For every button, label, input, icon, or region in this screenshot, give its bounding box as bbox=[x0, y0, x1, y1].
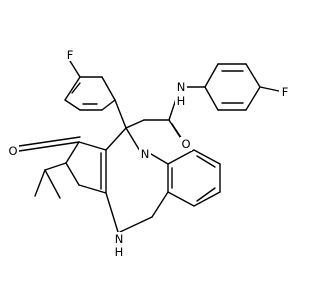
bond-line-27 bbox=[78, 141, 107, 151]
bond-line-38 bbox=[150, 153, 169, 165]
bond-line-42 bbox=[105, 192, 119, 233]
bond-line-0 bbox=[69, 60, 81, 78]
atom-o-ring: O bbox=[7, 144, 19, 158]
bond-line-10 bbox=[125, 119, 145, 129]
bond-line-49 bbox=[196, 187, 216, 202]
atom-ring-nh-n-label: N bbox=[115, 232, 124, 246]
bond-line-26 bbox=[105, 127, 127, 151]
bond-line-44 bbox=[193, 149, 221, 165]
atom-o-amide: O bbox=[180, 137, 192, 151]
atom-ring-nh-n: N bbox=[113, 232, 125, 246]
bond-line-33 bbox=[18, 141, 80, 152]
atom-f-top: F bbox=[64, 47, 76, 62]
bond-line-7 bbox=[71, 82, 81, 94]
bond-line-36 bbox=[34, 169, 46, 197]
bond-line-29 bbox=[65, 162, 80, 186]
bond-line-17 bbox=[204, 63, 219, 88]
atom-amide-n-label: N bbox=[177, 80, 186, 94]
atom-ring-n: N bbox=[139, 147, 151, 161]
bond-line-43 bbox=[167, 149, 195, 165]
bond-line-37 bbox=[44, 169, 61, 199]
bond-line-11 bbox=[125, 127, 141, 152]
bond-line-3 bbox=[64, 99, 81, 111]
bond-line-1 bbox=[64, 76, 81, 101]
bond-line-22 bbox=[204, 86, 219, 111]
atom-amide-n: N bbox=[175, 80, 187, 94]
atom-labels: F F N H O O N N bbox=[7, 47, 291, 259]
atom-o-amide-label: O bbox=[181, 137, 190, 151]
bond-line-20 bbox=[245, 86, 261, 111]
atom-ring-n-label: N bbox=[141, 147, 150, 161]
bond-line-35 bbox=[44, 162, 67, 171]
bond-line-47 bbox=[167, 191, 195, 207]
atom-ring-nh-h-label: H bbox=[115, 245, 124, 259]
bond-line-6 bbox=[101, 99, 116, 111]
atom-o-ring-label: O bbox=[8, 144, 17, 158]
bond-line-19 bbox=[245, 63, 261, 88]
atom-amide-h: H bbox=[175, 94, 187, 108]
bond-line-40 bbox=[151, 191, 169, 218]
atom-ring-nh-h: H bbox=[113, 245, 125, 259]
atom-amide-h-label: H bbox=[177, 94, 186, 108]
bond-line-41 bbox=[119, 216, 153, 233]
atom-f-top-label: F bbox=[67, 48, 74, 62]
bond-line-30 bbox=[78, 184, 107, 194]
bond-line-48 bbox=[196, 155, 216, 168]
bond-line-28 bbox=[65, 141, 80, 164]
bond-line-46 bbox=[193, 191, 221, 207]
atom-f-right: F bbox=[279, 84, 291, 99]
bond-line-9 bbox=[114, 99, 127, 129]
molecule-structure-diagram: F F N H O O N N bbox=[7, 47, 291, 259]
bond-line-25 bbox=[259, 86, 280, 92]
atom-f-right-label: F bbox=[282, 85, 289, 99]
bond-line-5 bbox=[101, 76, 116, 101]
bond-line-34 bbox=[18, 136, 81, 147]
